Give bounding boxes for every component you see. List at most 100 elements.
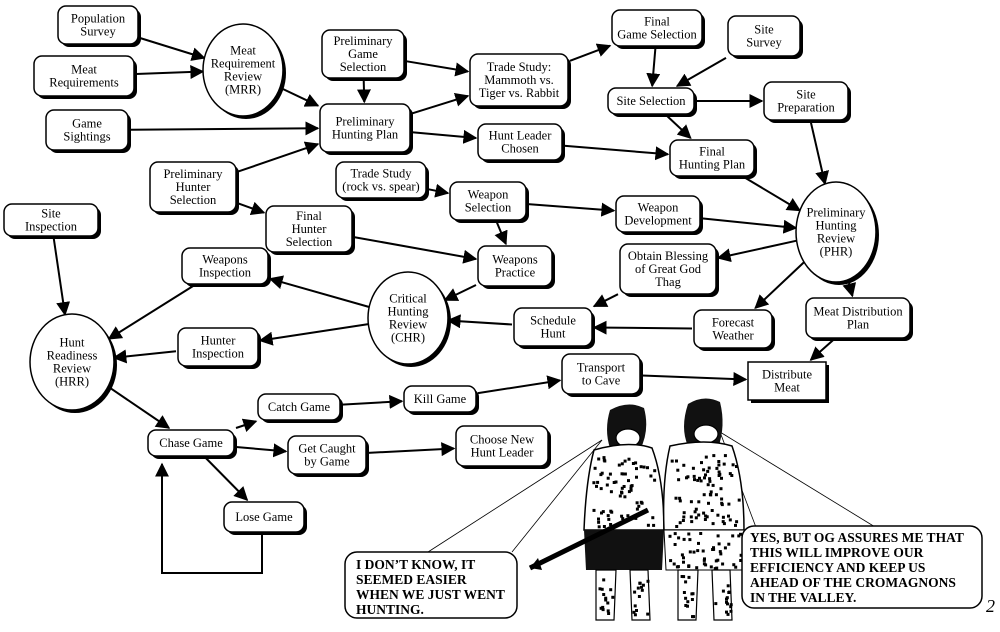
fur-speckle — [614, 480, 618, 484]
fur-speckle — [620, 486, 624, 490]
fur-speckle — [719, 487, 723, 491]
node-shape — [607, 87, 695, 115]
fur-speckle — [695, 566, 699, 570]
node-label-line: Site — [41, 207, 61, 221]
node-shape — [805, 297, 911, 339]
node-label-line: Survey — [80, 25, 116, 39]
edge-kill-game-to-transport-to-cave — [477, 375, 562, 395]
node-label-line: Requirement — [211, 57, 276, 71]
fur-speckle — [611, 595, 615, 599]
edge-phr-to-forecast-weather — [754, 261, 805, 309]
bubble-left-line-3: WHEN WE JUST WENT — [356, 587, 505, 602]
fur-speckle — [729, 603, 733, 607]
fur-speckle — [696, 478, 700, 482]
fur-speckle — [727, 514, 730, 518]
fur-speckle — [682, 537, 686, 541]
fur-speckle — [602, 456, 606, 460]
node-shape — [477, 123, 563, 161]
edge-game-sightings-to-preliminary-hunting-plan — [129, 121, 320, 136]
fur-speckle — [653, 478, 657, 482]
fur-speckle — [676, 565, 680, 569]
node-label-line: Hunt Leader — [489, 129, 553, 143]
fur-speckle — [673, 543, 677, 546]
fur-speckle — [682, 511, 686, 515]
fur-speckle — [686, 604, 689, 608]
fur-speckle — [601, 510, 605, 514]
edge-weapons-inspection-to-hrr — [107, 285, 194, 340]
fur-speckle — [609, 509, 613, 513]
fur-speckle — [609, 490, 613, 494]
node-shape — [202, 23, 284, 117]
fur-speckle — [640, 585, 643, 589]
fur-speckle — [600, 587, 604, 591]
edge-transport-to-cave-to-distribute-meat — [641, 372, 748, 387]
fur-speckle — [623, 472, 627, 476]
fur-speckle — [639, 465, 643, 469]
fur-speckle — [623, 495, 627, 499]
node-chase-game: Chase Game — [147, 429, 237, 459]
edge-trade-study-mammoth-to-final-game-selection — [569, 43, 612, 62]
fur-speckle — [670, 459, 674, 463]
fur-speckle — [592, 508, 596, 512]
edge-population-survey-to-mrr — [139, 37, 206, 61]
fur-speckle — [621, 517, 625, 521]
fur-speckle — [653, 469, 657, 473]
node-label-line: Site — [796, 88, 816, 102]
fur-speckle — [600, 471, 604, 475]
edge-chase-game-to-get-caught-by-game — [235, 443, 288, 458]
fur-speckle — [709, 565, 713, 569]
fur-speckle — [716, 534, 720, 538]
node-label-line: Inspection — [192, 347, 245, 361]
fur-speckle — [706, 469, 710, 473]
fur-speckle — [734, 523, 737, 527]
fur-speckle — [712, 454, 716, 458]
fur-speckle — [721, 515, 725, 519]
fur-speckle — [678, 496, 682, 500]
fur-speckle — [721, 562, 725, 566]
fur-speckle — [641, 583, 645, 587]
fur-speckle — [737, 534, 741, 538]
edge-schedule-hunt-to-chr — [446, 314, 513, 329]
node-label-line: Chase Game — [159, 436, 223, 450]
node-label-line: Review — [224, 70, 262, 84]
edge-preliminary-game-selection-to-preliminary-hunting-plan — [356, 79, 371, 104]
fur-speckle — [691, 466, 695, 470]
edge-chase-game-to-lose-game — [205, 457, 249, 501]
edge-weapons-practice-to-chr — [443, 284, 477, 302]
fur-speckle — [639, 500, 643, 504]
edge-meat-requirements-to-mrr — [135, 64, 205, 79]
node-shape — [619, 243, 717, 295]
node-label-line: Inspection — [25, 220, 78, 234]
fur-speckle — [715, 466, 719, 470]
fur-speckle — [731, 463, 735, 467]
fur-speckle — [688, 538, 692, 542]
fur-speckle — [692, 550, 696, 554]
fur-speckle — [693, 478, 696, 482]
speech-bubble-right: YES, BUT OG ASSURES ME THAT THIS WILL IM… — [741, 525, 983, 609]
node-label-line: Hunter — [292, 222, 328, 236]
edge-site-preparation-to-phr — [809, 121, 830, 186]
fur-speckle — [698, 476, 701, 480]
node-label-line: Distribute — [762, 368, 812, 382]
edge-site-survey-to-site-selection — [675, 57, 727, 87]
fur-speckle — [620, 462, 624, 466]
caveman-left — [528, 404, 665, 621]
node-shape — [321, 29, 405, 79]
edge-get-caught-by-game-to-choose-new-hunt-leader — [367, 442, 456, 457]
nodes-layer: PopulationSurveyMeatRequirementsGameSigh… — [3, 5, 913, 535]
node-label-line: Weapon — [638, 201, 679, 215]
fur-speckle — [627, 490, 631, 494]
node-label-line: (HRR) — [55, 375, 89, 389]
fur-speckle — [684, 580, 688, 584]
fur-speckle — [717, 474, 721, 477]
fur-speckle — [597, 520, 601, 524]
edge-preliminary-hunting-plan-to-trade-study-mammoth — [411, 92, 470, 115]
node-label-line: Requirements — [49, 76, 119, 90]
fur-speckle — [605, 483, 609, 487]
